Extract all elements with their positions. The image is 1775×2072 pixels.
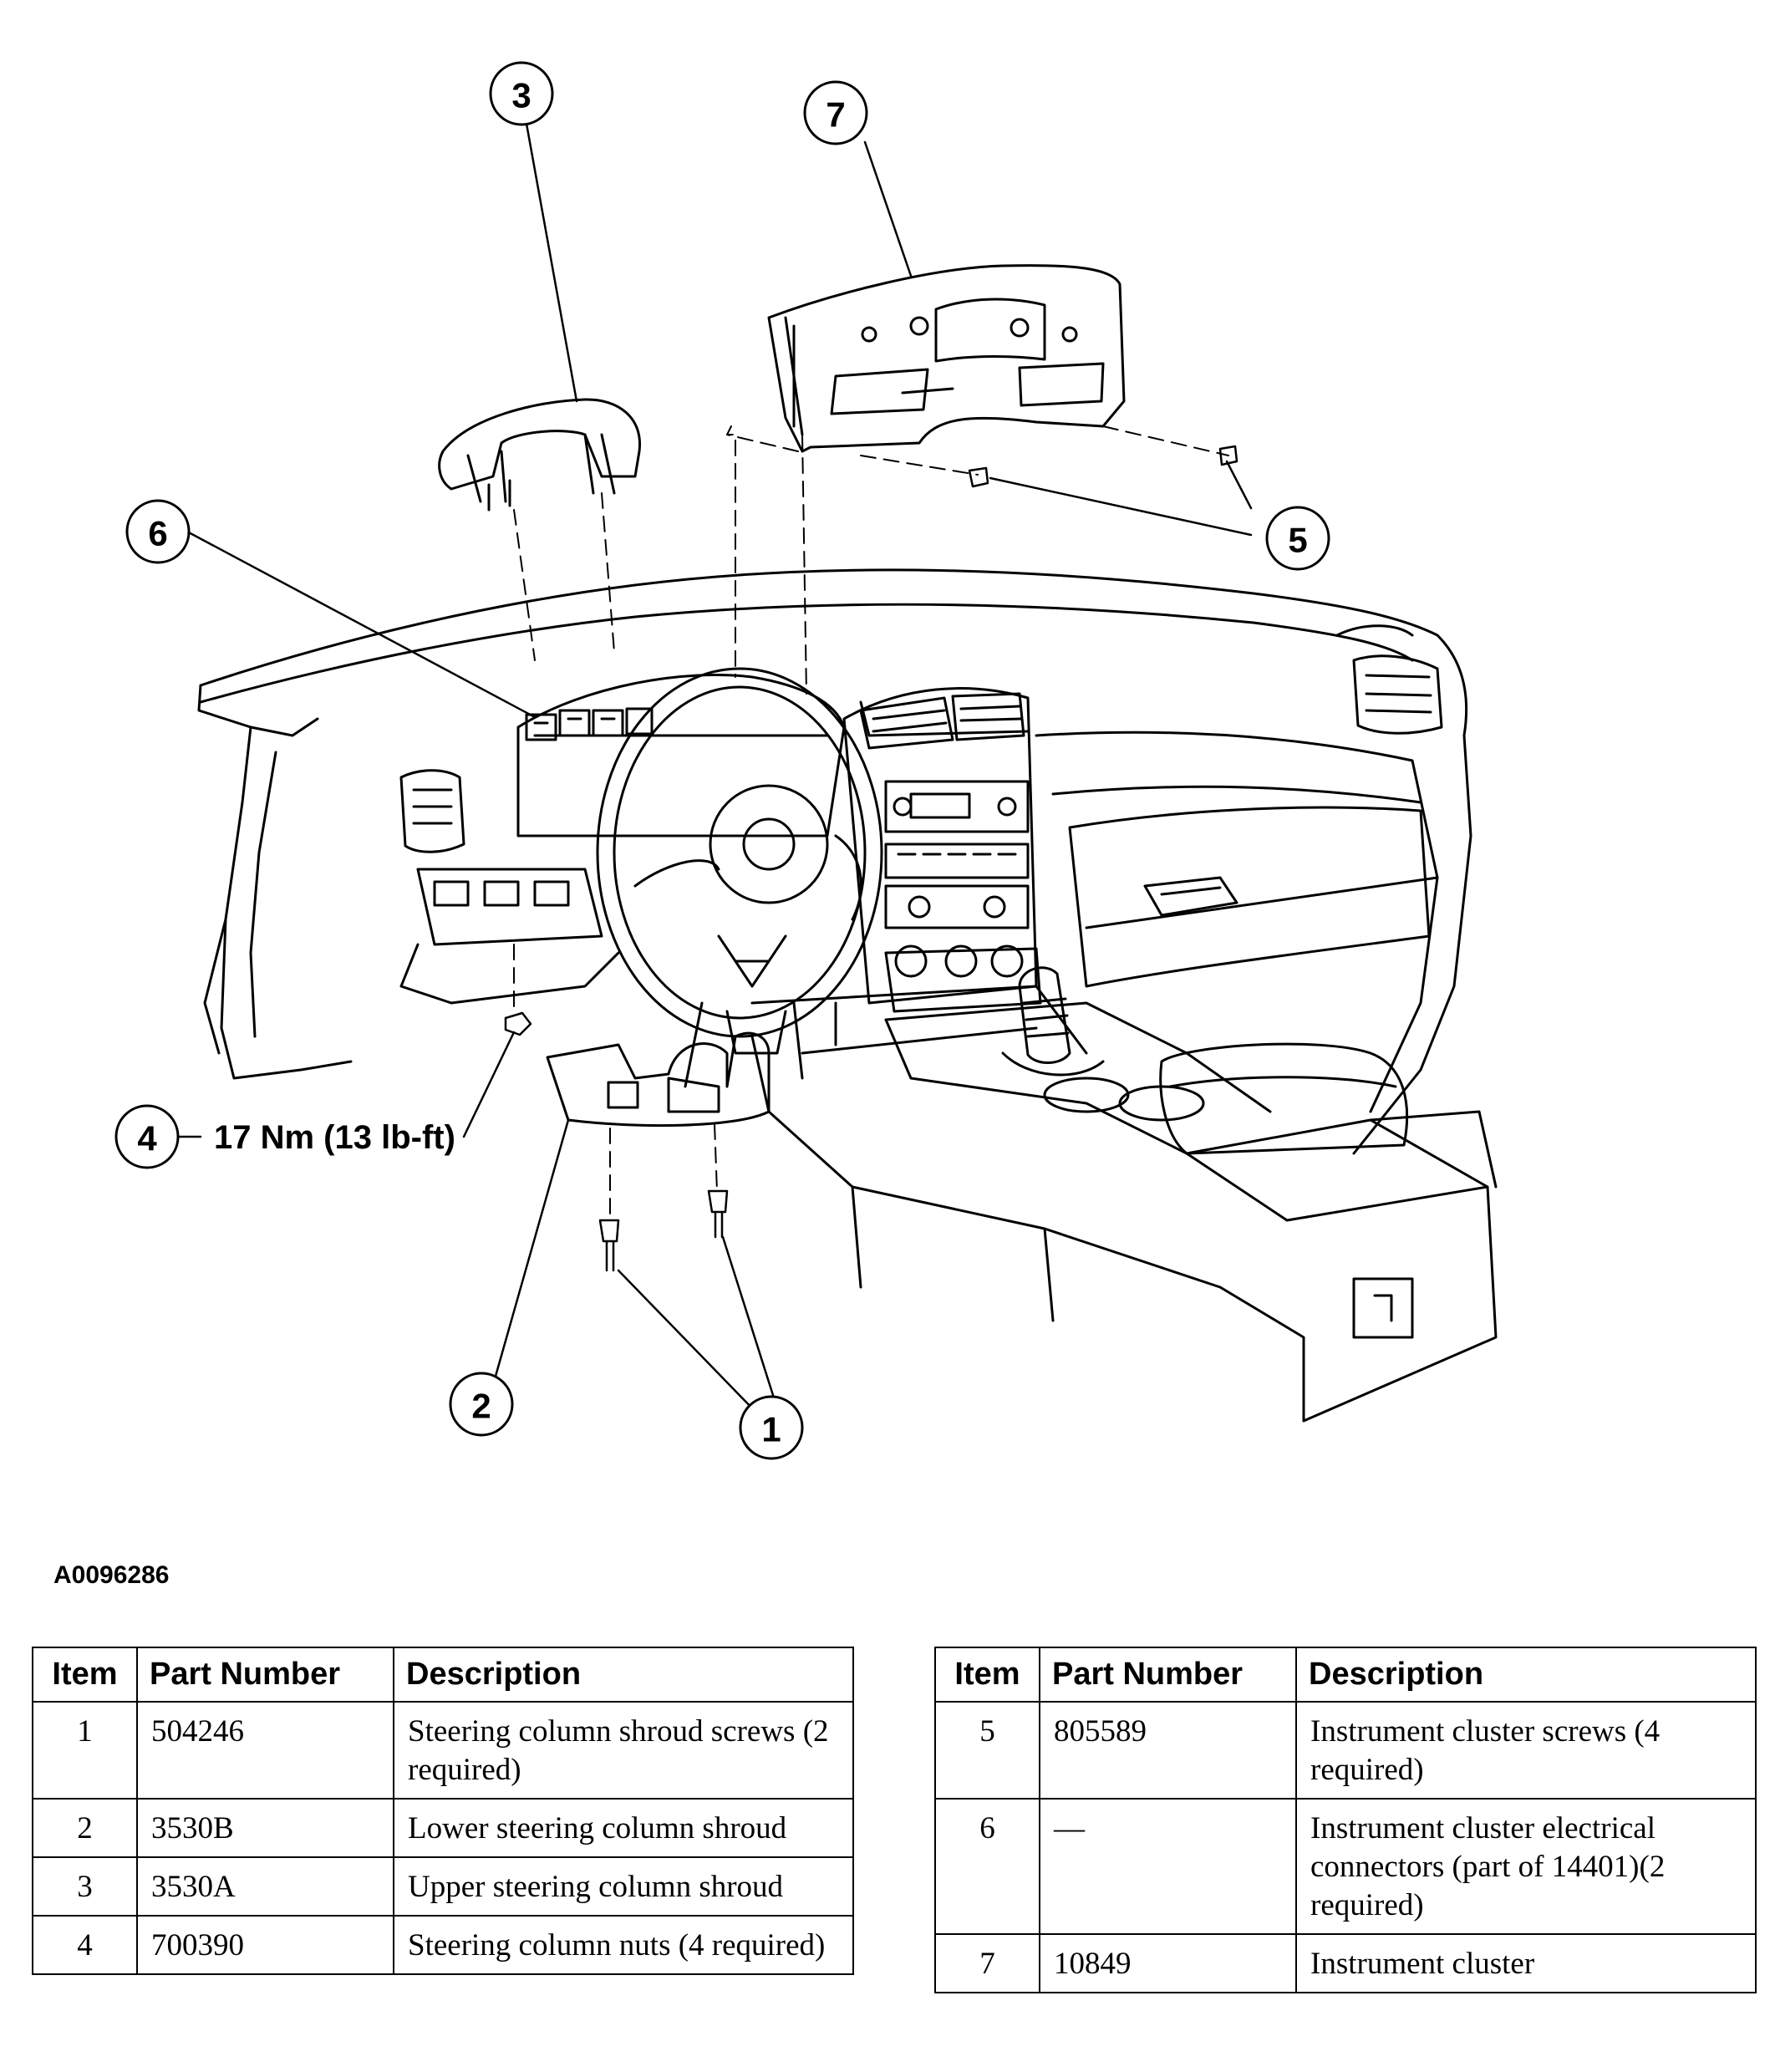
cell-description: Instrument cluster electrical connectors…: [1295, 1798, 1757, 1935]
callout-circle-6: [125, 499, 191, 564]
callout-circles: [114, 61, 1330, 1460]
callout-number-2: 2: [471, 1387, 491, 1426]
steering-wheel: [596, 667, 883, 1088]
header-description: Description: [1295, 1647, 1757, 1703]
callout-number-4: 4: [137, 1119, 157, 1158]
parts-table-left: Item Part Number Description 1 504246 St…: [32, 1647, 854, 1975]
callout-number-1: 1: [761, 1410, 781, 1449]
figure-id: A0096286: [53, 1561, 170, 1589]
cell-item: 3: [32, 1856, 138, 1917]
instrument-cluster: [767, 264, 1126, 453]
center-console: [750, 966, 1498, 1423]
header-item: Item: [934, 1647, 1040, 1703]
cell-item: 2: [32, 1798, 138, 1858]
table-row: 2 3530B Lower steering column shroud: [32, 1798, 854, 1858]
cell-description: Upper steering column shroud: [393, 1856, 854, 1917]
cell-item: 6: [934, 1798, 1040, 1935]
cell-description: Steering column nuts (4 required): [393, 1915, 854, 1975]
callout-circle-4: [114, 1104, 180, 1169]
cell-description: Lower steering column shroud: [393, 1798, 854, 1858]
callout-circle-3: [489, 61, 554, 126]
table-row: 4 700390 Steering column nuts (4 require…: [32, 1915, 854, 1975]
cell-description: Instrument cluster screws (4 required): [1295, 1701, 1757, 1800]
cell-part-number: 3530B: [136, 1798, 394, 1858]
cell-item: 1: [32, 1701, 138, 1800]
cell-part-number: —: [1039, 1798, 1297, 1935]
parts-table-right: Item Part Number Description 5 805589 In…: [934, 1647, 1757, 1993]
electrical-connectors: [525, 707, 654, 741]
header-description: Description: [393, 1647, 854, 1703]
assembly-lines: [513, 425, 1229, 1221]
cell-description: Instrument cluster: [1295, 1933, 1757, 1993]
cell-item: 7: [934, 1933, 1040, 1993]
upper-steering-column-shroud: [438, 398, 642, 512]
table-row: 6 — Instrument cluster electrical connec…: [934, 1798, 1757, 1935]
table-header-row: Item Part Number Description: [934, 1647, 1757, 1703]
exploded-view-diagram: 3 7 6 5 4 2 1 17 Nm (13 lb-ft): [114, 61, 1498, 1460]
table-header-row: Item Part Number Description: [32, 1647, 854, 1703]
fasteners: [504, 445, 1238, 1272]
callout-circle-2: [449, 1372, 514, 1437]
callout-number-3: 3: [511, 76, 531, 115]
cell-description: Steering column shroud screws (2 require…: [393, 1701, 854, 1800]
cell-part-number: 504246: [136, 1701, 394, 1800]
table-row: 7 10849 Instrument cluster: [934, 1933, 1757, 1993]
cell-item: 4: [32, 1915, 138, 1975]
table-row: 1 504246 Steering column shroud screws (…: [32, 1701, 854, 1800]
leader-lines: [176, 122, 1253, 1414]
callout-number-5: 5: [1288, 521, 1307, 560]
lower-steering-column-shroud: [546, 1031, 771, 1128]
callout-circle-7: [803, 80, 868, 145]
cell-item: 5: [934, 1701, 1040, 1800]
cell-part-number: 700390: [136, 1915, 394, 1975]
callout-number-6: 6: [148, 514, 167, 553]
cell-part-number: 10849: [1039, 1933, 1297, 1993]
header-item: Item: [32, 1647, 138, 1703]
cell-part-number: 805589: [1039, 1701, 1297, 1800]
instrument-panel: [197, 568, 1472, 1155]
header-part-number: Part Number: [136, 1647, 394, 1703]
callout-circle-5: [1265, 506, 1330, 571]
callout-circle-1: [739, 1395, 804, 1460]
torque-spec-label: 17 Nm (13 lb-ft): [214, 1119, 455, 1156]
cell-part-number: 3530A: [136, 1856, 394, 1917]
callout-number-7: 7: [826, 95, 845, 135]
table-row: 3 3530A Upper steering column shroud: [32, 1856, 854, 1917]
header-part-number: Part Number: [1039, 1647, 1297, 1703]
table-row: 5 805589 Instrument cluster screws (4 re…: [934, 1701, 1757, 1800]
